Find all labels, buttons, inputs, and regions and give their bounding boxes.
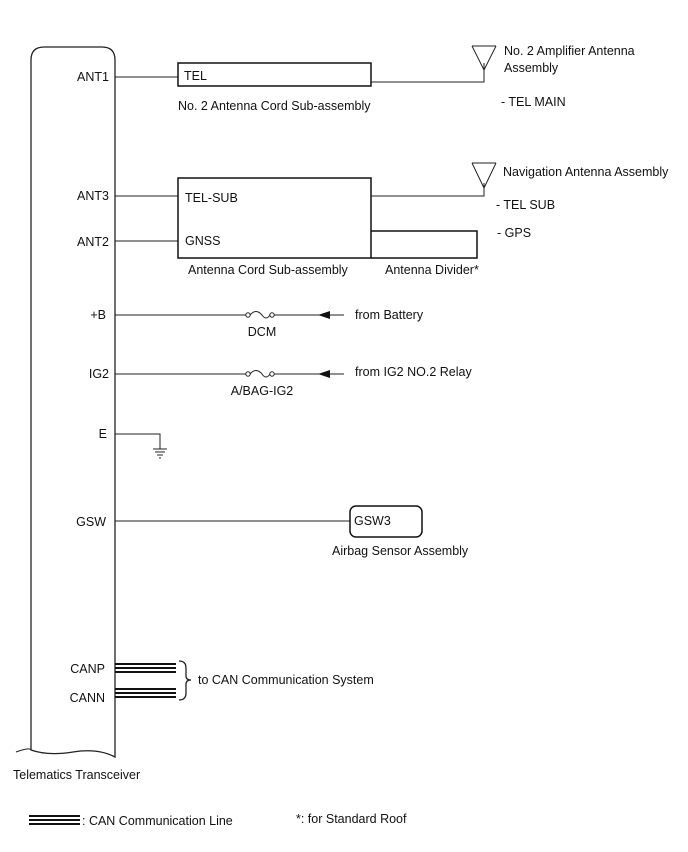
airbag-sensor-assembly [349, 505, 423, 538]
antenna-divider-label: Antenna Divider* [385, 263, 479, 277]
pin-b: +B [90, 308, 106, 322]
pin-cann: CANN [70, 691, 105, 705]
from-battery-label: from Battery [355, 308, 424, 322]
fuse-airbag-label: A/BAG-IG2 [231, 384, 294, 398]
pin-ant1: ANT1 [77, 70, 109, 84]
signal-tel-sub: - TEL SUB [496, 198, 555, 212]
wire-tel-sub [371, 183, 485, 197]
amplifier-antenna-label-2: Assembly [504, 61, 559, 75]
fuse-dcm-label: DCM [248, 325, 276, 339]
antenna-cord-sub-assembly-label: Antenna Cord Sub-assembly [188, 263, 349, 277]
fuse-dcm-symbol [245, 311, 275, 319]
antenna-symbol-navigation [471, 162, 497, 189]
pin-ig2: IG2 [89, 367, 109, 381]
can-line-canp [115, 663, 176, 673]
wire-tel-main [371, 63, 485, 83]
terminal-tel: TEL [184, 69, 207, 83]
fuse-airbag-symbol [245, 370, 275, 378]
terminal-gnss: GNSS [185, 234, 220, 248]
arrow-from-ig2-relay [318, 370, 330, 378]
can-brace [178, 660, 192, 701]
legend-can-line-label: : CAN Communication Line [82, 814, 233, 828]
wire-ground [115, 433, 161, 449]
pin-ant3: ANT3 [77, 189, 109, 203]
terminal-tel-sub: TEL-SUB [185, 191, 238, 205]
from-ig2-relay-label: from IG2 NO.2 Relay [355, 365, 472, 379]
antenna-cord-sub-assembly [177, 177, 372, 259]
signal-tel-main: - TEL MAIN [501, 95, 566, 109]
can-line-cann [115, 688, 176, 698]
can-system-label: to CAN Communication System [198, 673, 374, 687]
antenna-symbol-amplifier [471, 45, 497, 71]
pin-ant2: ANT2 [77, 235, 109, 249]
legend-footnote: *: for Standard Roof [296, 812, 407, 826]
terminal-gsw3: GSW3 [354, 514, 391, 528]
pin-e: E [99, 427, 107, 441]
telematics-transceiver-body [30, 46, 116, 759]
navigation-antenna-label: Navigation Antenna Assembly [503, 165, 669, 179]
arrow-from-battery [318, 311, 330, 319]
unit-label: Telematics Transceiver [13, 768, 140, 782]
antenna-divider-box [371, 230, 478, 259]
pin-canp: CANP [70, 662, 105, 676]
legend-can-line-symbol [29, 815, 80, 825]
signal-gps: - GPS [497, 226, 531, 240]
amplifier-antenna-label-1: No. 2 Amplifier Antenna [504, 44, 635, 58]
airbag-sensor-label: Airbag Sensor Assembly [332, 544, 469, 558]
transceiver-bottom-edge [15, 748, 32, 753]
antenna-cord-sub-assembly-no2 [177, 62, 372, 87]
antenna-cord-no2-label: No. 2 Antenna Cord Sub-assembly [178, 99, 371, 113]
ground-icon [153, 448, 167, 459]
pin-gsw: GSW [76, 515, 106, 529]
